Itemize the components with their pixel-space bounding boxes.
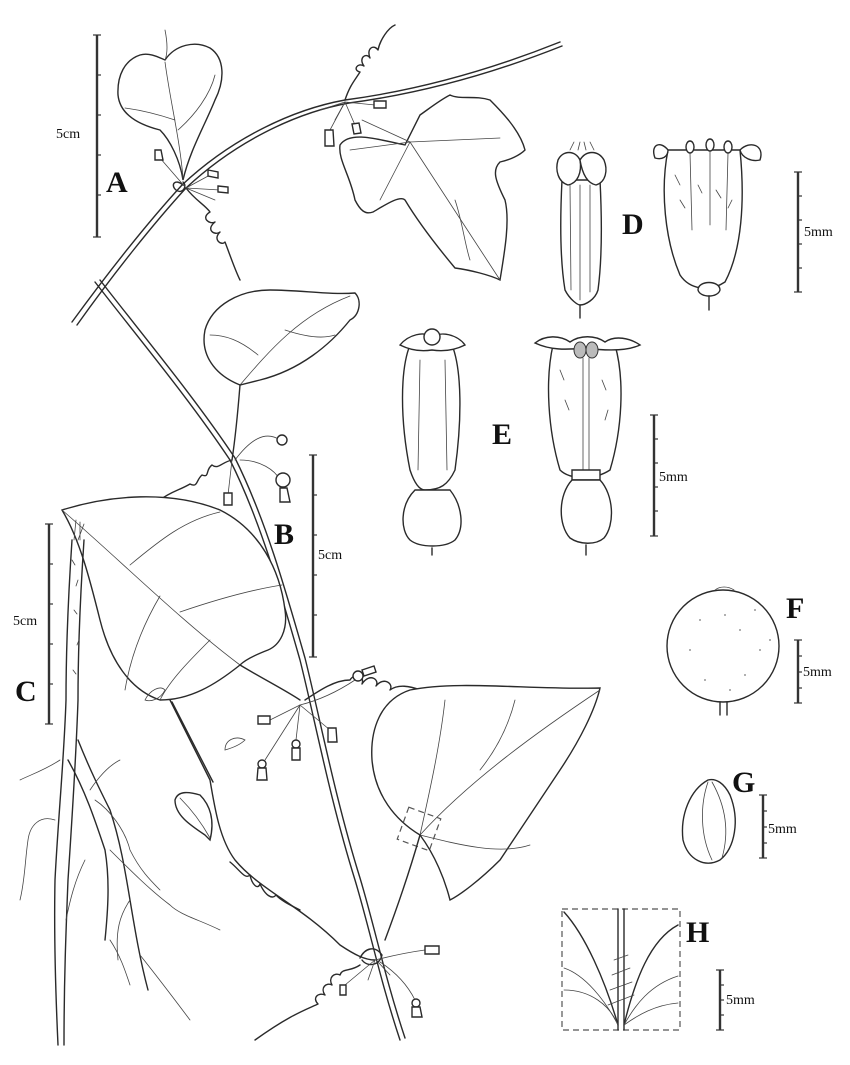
- scale-bar-f: [794, 639, 802, 704]
- panel-label-f: F: [786, 592, 805, 625]
- panel-label-d: D: [622, 208, 644, 241]
- scale-bar-d: [794, 171, 802, 293]
- panel-label-g: G: [732, 766, 756, 799]
- panel-e-drawing: [398, 328, 642, 556]
- scale-text-c: 5cm: [13, 614, 38, 629]
- scale-bar-c: [45, 523, 53, 725]
- scale-bar-g: [759, 794, 767, 859]
- scale-text-a: 5cm: [56, 127, 81, 142]
- panel-label-a: A: [106, 166, 128, 199]
- scale-text-g: 5mm: [768, 822, 797, 837]
- scale-text-f: 5mm: [803, 665, 832, 680]
- scale-text-d: 5mm: [804, 225, 833, 240]
- scale-text-h: 5mm: [726, 993, 755, 1008]
- scale-bar-b: [309, 454, 317, 658]
- scale-bar-a: [93, 34, 101, 238]
- panel-a-drawing: [71, 24, 563, 326]
- panel-b-drawing: [60, 279, 601, 1041]
- panel-g-drawing: [681, 778, 736, 864]
- panel-label-e: E: [492, 418, 513, 451]
- panel-label-b: B: [274, 518, 295, 551]
- panel-f-drawing: [666, 586, 780, 716]
- scale-bar-h: [716, 969, 724, 1031]
- panel-label-c: C: [15, 675, 37, 708]
- panel-c-drawing: [19, 519, 221, 1046]
- scale-bar-e: [650, 414, 658, 537]
- scale-text-e: 5mm: [659, 470, 688, 485]
- panel-d-drawing: [556, 138, 762, 319]
- panel-h-drawing: [561, 908, 681, 1031]
- panel-label-h: H: [686, 916, 710, 949]
- scale-text-b: 5cm: [318, 548, 343, 563]
